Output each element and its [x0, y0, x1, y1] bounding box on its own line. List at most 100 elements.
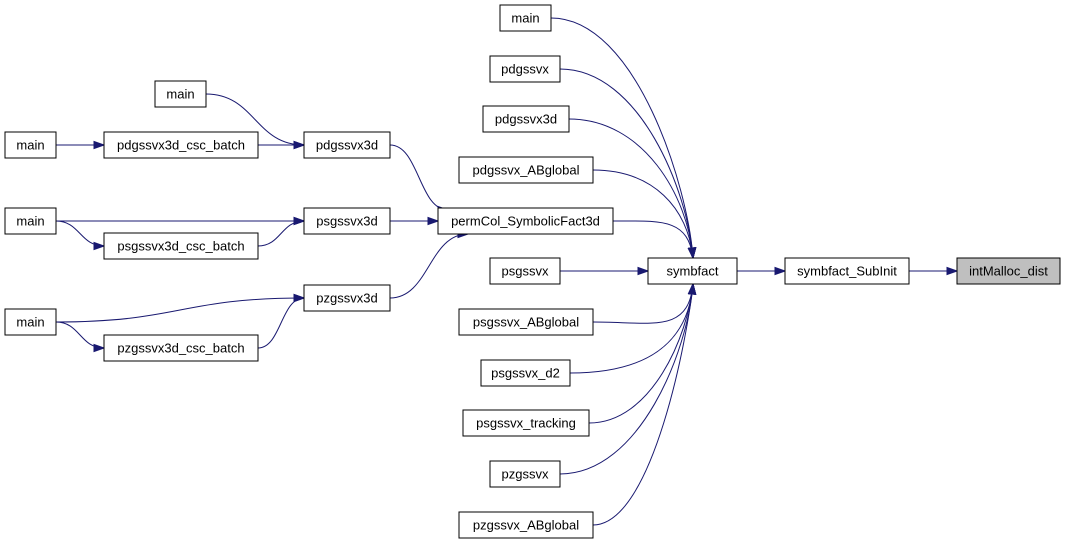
node-box — [458, 308, 594, 336]
node-pzgssvx_abg[interactable]: pzgssvx_ABglobal — [458, 511, 594, 539]
node-label: symbfact_SubInit — [797, 264, 897, 279]
node-box — [784, 257, 910, 285]
edge-pdgssvx3d_l-to-permcol — [389, 144, 450, 215]
node-box — [458, 156, 594, 184]
arrowhead — [93, 241, 106, 251]
node-label: pzgssvx_ABglobal — [473, 518, 579, 533]
node-label: pdgssvx — [501, 62, 549, 77]
node-label: pdgssvx3d — [316, 138, 378, 153]
arrowhead — [293, 140, 306, 150]
edge-main5-to-pzgssvx3d — [55, 293, 306, 323]
node-label: psgssvx3d_csc_batch — [117, 239, 244, 254]
node-label: psgssvx_ABglobal — [473, 315, 579, 330]
node-pzgssvx[interactable]: pzgssvx — [489, 460, 561, 488]
node-box — [437, 207, 614, 235]
edge-main4-to-psgssvx3d — [56, 216, 306, 226]
node-box — [303, 284, 391, 312]
edge-psg_batch-to-psgssvx3d — [257, 216, 306, 247]
node-label: permCol_SymbolicFact3d — [451, 214, 600, 229]
node-box — [956, 257, 1061, 285]
node-psgssvx[interactable]: psgssvx — [489, 257, 561, 285]
node-label: main — [511, 11, 539, 26]
edge-main4-to-psg_batch — [55, 220, 106, 251]
node-pdgssvx_abg[interactable]: pdgssvx_ABglobal — [458, 156, 594, 184]
node-label: psgssvx_d2 — [491, 366, 560, 381]
edge-psgssvx_abg-to-symbfact — [592, 282, 697, 324]
nodes-layer: intMalloc_dist symbfact_SubInit symbfact ma… — [4, 4, 1061, 539]
edge-main5-to-pzg_batch — [55, 321, 106, 353]
node-box — [489, 257, 561, 285]
node-pdg_batch[interactable]: pdgssvx3d_csc_batch — [103, 131, 259, 159]
node-box — [4, 207, 57, 235]
node-label: pdgssvx3d_csc_batch — [117, 138, 245, 153]
arrowhead — [293, 293, 306, 303]
edges-layer — [55, 17, 959, 526]
node-box — [303, 207, 391, 235]
node-box — [482, 105, 570, 133]
node-intmalloc[interactable]: intMalloc_dist — [956, 257, 1061, 285]
node-pzgssvx3d[interactable]: pzgssvx3d — [303, 284, 391, 312]
node-main1[interactable]: main — [499, 4, 552, 32]
node-label: main — [16, 138, 44, 153]
arrowhead — [93, 343, 106, 353]
node-label: psgssvx3d — [316, 214, 377, 229]
node-psg_batch[interactable]: psgssvx3d_csc_batch — [103, 232, 259, 260]
edge-main3-to-pdg_batch — [56, 140, 106, 150]
edge-pdg_batch-to-pdgssvx3d_l — [258, 140, 306, 150]
node-label: main — [16, 214, 44, 229]
arrowhead — [946, 266, 959, 276]
node-label: pzgssvx3d — [316, 291, 377, 306]
node-label: pdgssvx3d — [495, 112, 557, 127]
edge-psgssvx3d-to-permcol — [390, 216, 440, 226]
node-main3[interactable]: main — [4, 131, 57, 159]
node-box — [462, 409, 590, 437]
edge-pzgssvx_abg-to-symbfact — [592, 282, 697, 526]
edge-psgssvx-to-symbfact — [559, 266, 650, 276]
node-box — [154, 80, 207, 108]
node-box — [489, 55, 561, 83]
edge-symbfact-to-subinit — [736, 266, 787, 276]
edge-permcol-to-symbfact — [612, 220, 696, 260]
node-subinit[interactable]: symbfact_SubInit — [784, 257, 910, 285]
node-main4[interactable]: main — [4, 207, 57, 235]
node-psgssvx_d2[interactable]: psgssvx_d2 — [480, 359, 571, 387]
arrowhead — [427, 216, 440, 226]
node-box — [499, 4, 552, 32]
edge-pzgssvx3d-to-permcol — [389, 229, 470, 299]
node-label: pzgssvx3d_csc_batch — [117, 341, 244, 356]
node-symbfact[interactable]: symbfact — [647, 257, 738, 285]
node-pdgssvx3d_r[interactable]: pdgssvx3d — [482, 105, 570, 133]
arrowhead — [774, 266, 787, 276]
node-label: main — [166, 87, 194, 102]
node-label: pdgssvx_ABglobal — [473, 163, 580, 178]
node-pdgssvx[interactable]: pdgssvx — [489, 55, 561, 83]
node-psgssvx3d[interactable]: psgssvx3d — [303, 207, 391, 235]
node-label: main — [16, 315, 44, 330]
arrowhead — [687, 282, 697, 295]
node-box — [103, 232, 259, 260]
node-psgssvx_tr[interactable]: psgssvx_tracking — [462, 409, 590, 437]
node-psgssvx_abg[interactable]: psgssvx_ABglobal — [458, 308, 594, 336]
node-box — [647, 257, 738, 285]
node-box — [103, 334, 259, 362]
edge-psgssvx_tr-to-symbfact — [588, 282, 697, 424]
node-label: pzgssvx — [502, 467, 549, 482]
arrowhead — [293, 216, 306, 226]
arrowhead — [93, 140, 106, 150]
edge-pzg_batch-to-pzgssvx3d — [257, 293, 306, 349]
node-pzg_batch[interactable]: pzgssvx3d_csc_batch — [103, 334, 259, 362]
node-box — [4, 308, 57, 336]
node-main2[interactable]: main — [154, 80, 207, 108]
edge-pdgssvx3d_r-to-symbfact — [568, 118, 697, 260]
node-label: psgssvx — [502, 264, 549, 279]
node-label: psgssvx_tracking — [476, 416, 576, 431]
node-main5[interactable]: main — [4, 308, 57, 336]
node-pdgssvx3d_l[interactable]: pdgssvx3d — [303, 131, 391, 159]
node-permcol[interactable]: permCol_SymbolicFact3d — [437, 207, 614, 235]
node-box — [489, 460, 561, 488]
node-box — [4, 131, 57, 159]
node-label: symbfact — [666, 264, 718, 279]
arrowhead — [687, 247, 696, 260]
node-box — [303, 131, 391, 159]
